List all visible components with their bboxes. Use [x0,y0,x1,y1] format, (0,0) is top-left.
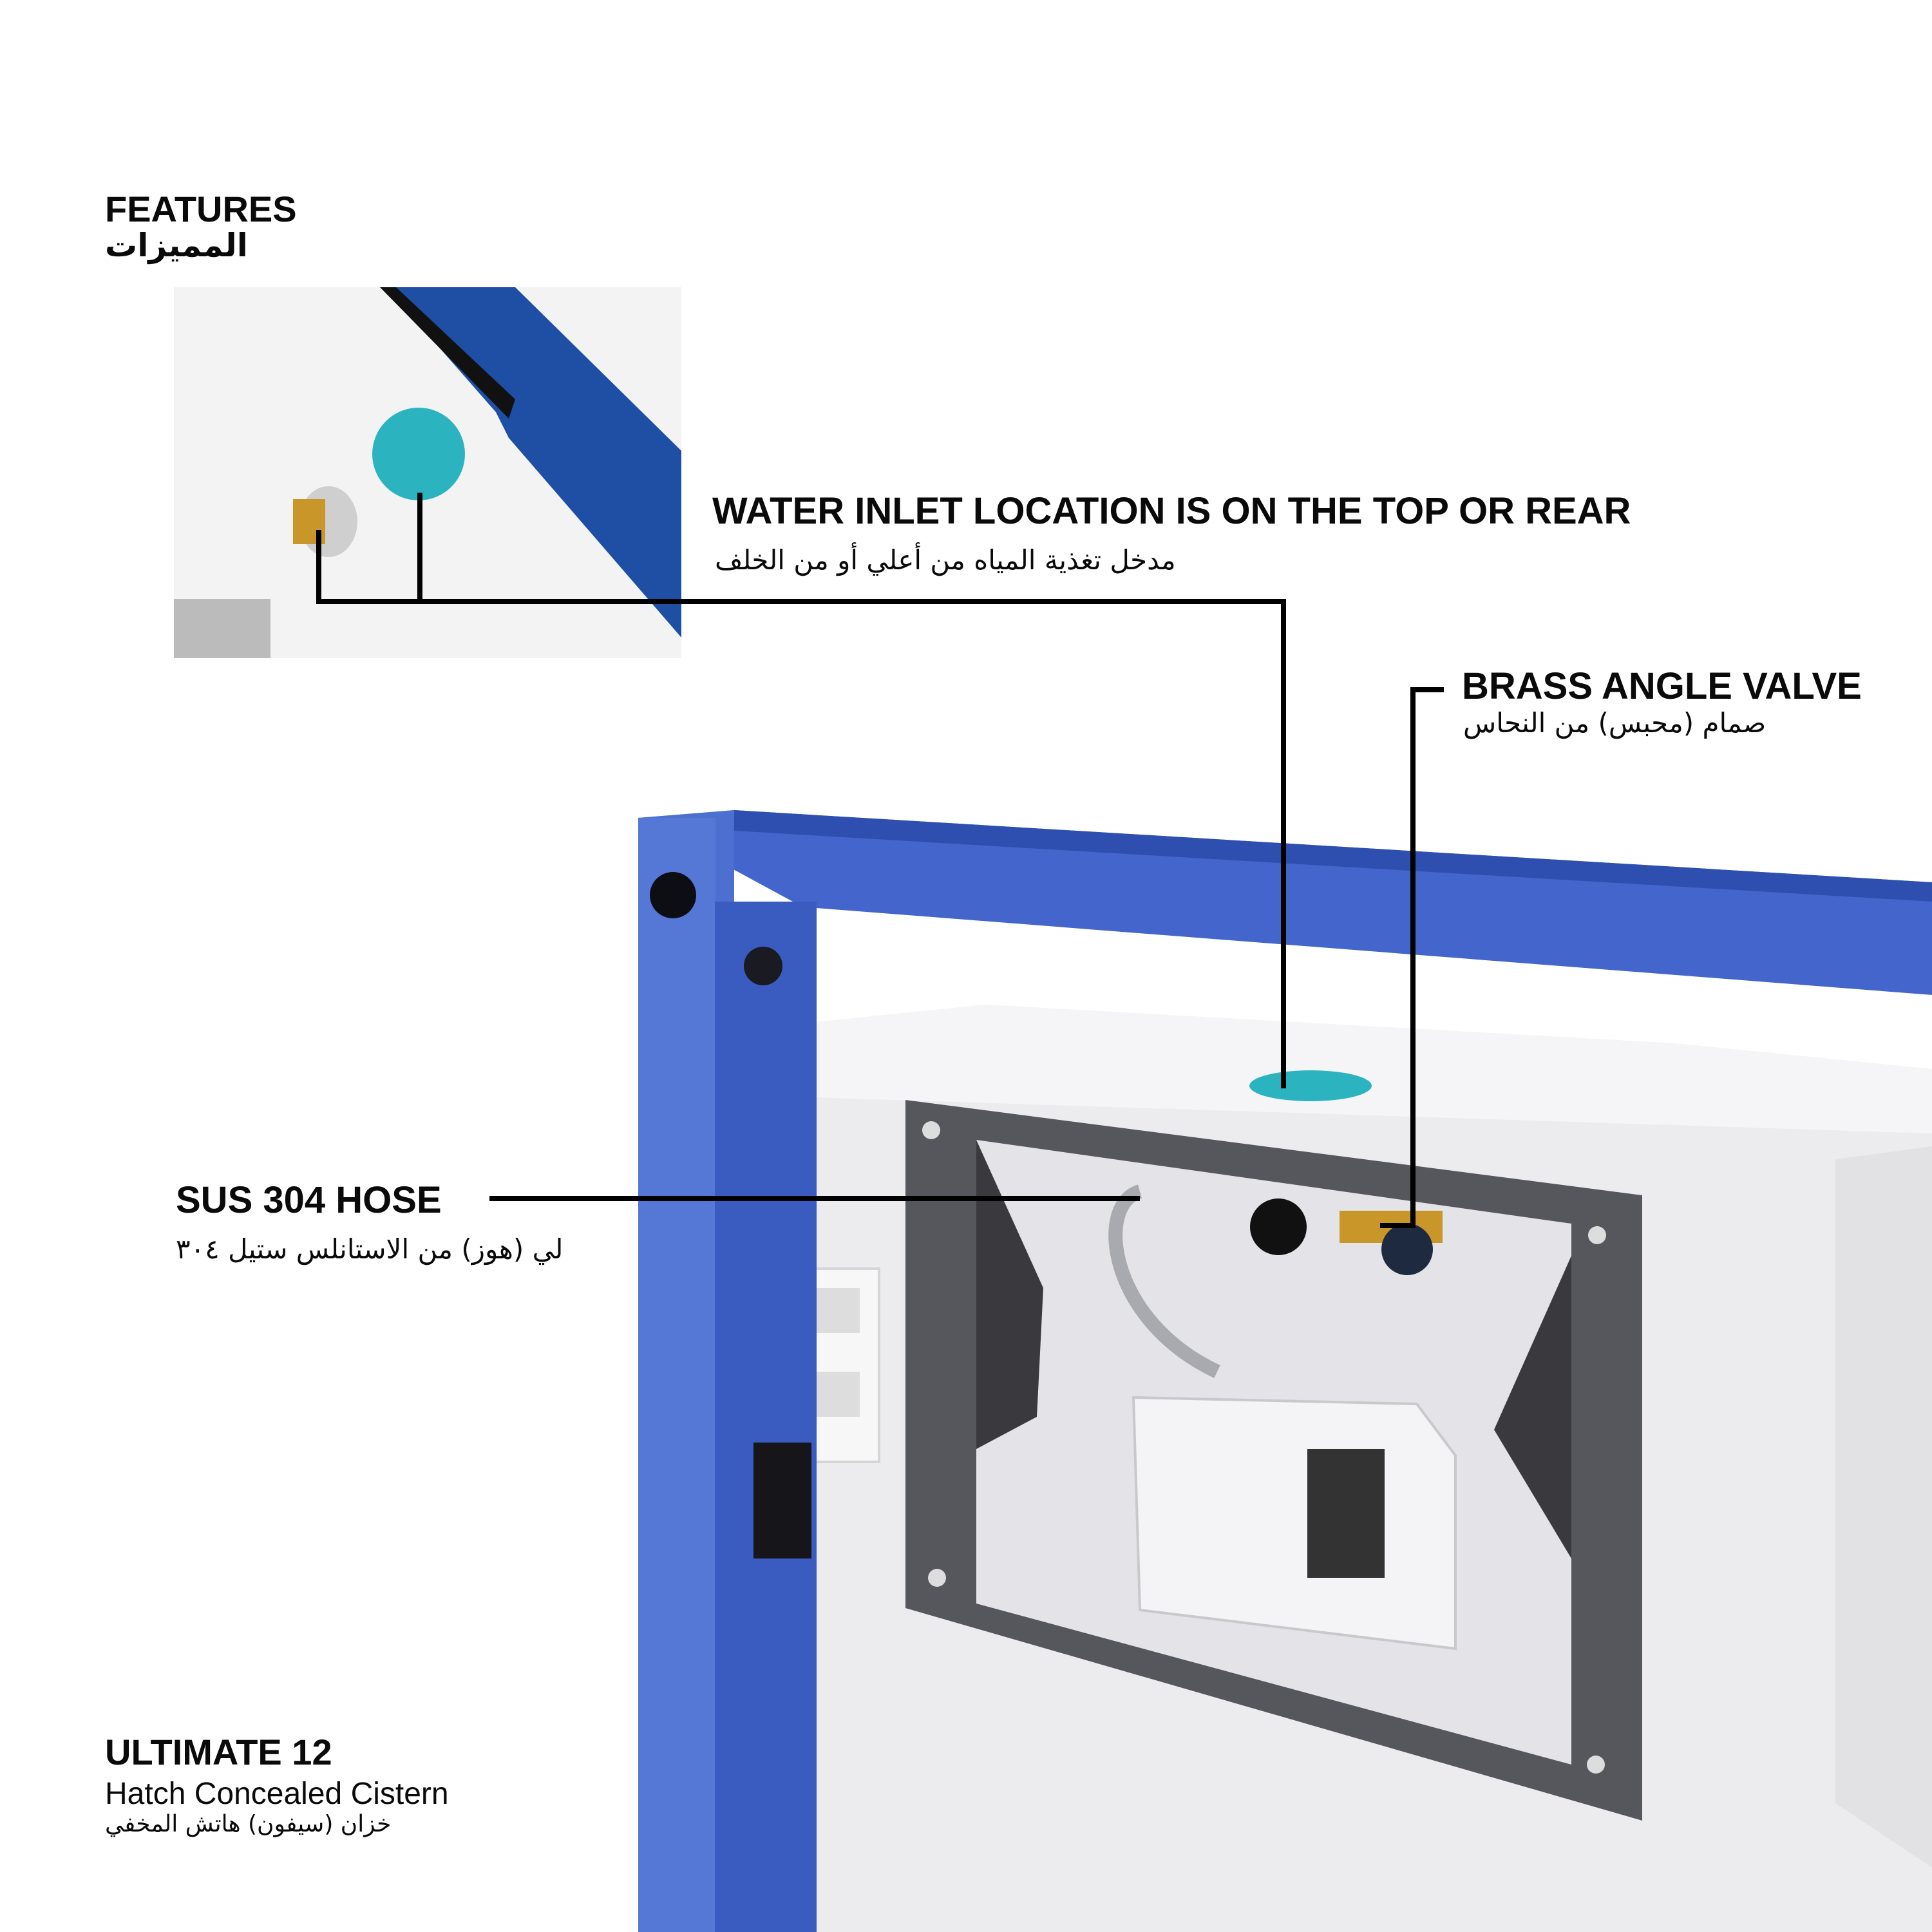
features-heading: FEATURES [105,189,297,229]
brass-valve-title-ar: صمام (محبس) من النحاس [1463,707,1766,739]
hose-title: SUS 304 HOSE [176,1179,442,1221]
brass-valve-title: BRASS ANGLE VALVE [1462,665,1862,707]
inset-photo [174,287,681,658]
hose-title-ar: لي (هوز) من الاستانلس ستيل ٣٠٤ [176,1233,564,1265]
product-subtitle: Hatch Concealed Cistern [105,1777,449,1811]
water-inlet-title-ar: مدخل تغذية المياه من أعلي أو من الخلف [715,544,1176,576]
product-subtitle-ar: خزان (سيفون) هاتش المخفي [105,1811,392,1837]
water-inlet-title: WATER INLET LOCATION IS ON THE TOP OR RE… [712,490,1631,532]
inlet-cap [1249,1070,1372,1101]
product-name: ULTIMATE 12 [105,1732,332,1772]
leader-lines [316,493,1444,1228]
features-heading-ar: المميزات [105,227,248,264]
